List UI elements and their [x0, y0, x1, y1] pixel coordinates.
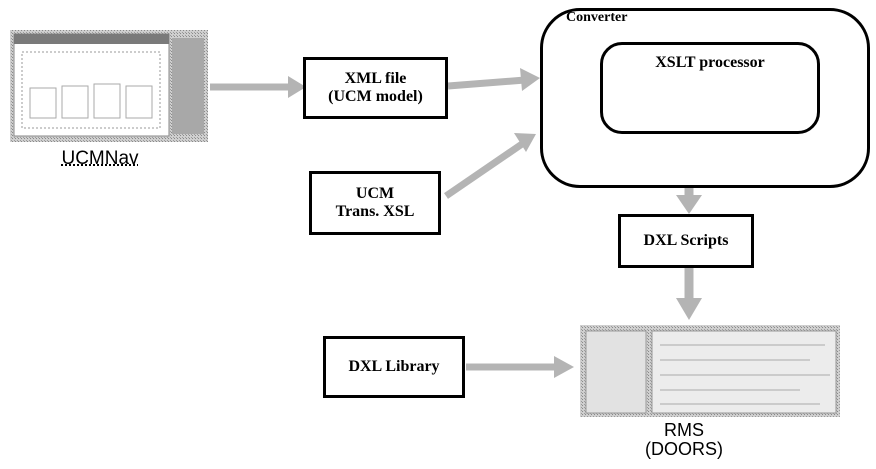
ucm-trans-xsl-box: UCM Trans. XSL [309, 171, 441, 235]
xml-file-line2: (UCM model) [328, 88, 423, 105]
arrow-dxl-scripts-to-rms [676, 268, 702, 320]
rms-screenshot [580, 325, 840, 417]
rms-label: RMS (DOORS) [624, 421, 744, 459]
dxl-library-text: DXL Library [348, 357, 440, 375]
rms-line1: RMS [664, 420, 704, 440]
xsl-box-line2: Trans. XSL [335, 203, 415, 220]
arrow-ucmnav-to-xml [210, 76, 306, 98]
converter-label: Converter [566, 10, 628, 25]
rms-line2: (DOORS) [645, 438, 723, 459]
ucmnav-label: UCMNav [61, 148, 139, 169]
arrow-xml-to-converter [447, 68, 540, 91]
xslt-processor-label: XSLT processor [655, 54, 765, 71]
xml-file-line1: XML file [344, 69, 407, 87]
xsl-box-line1: UCM [355, 184, 395, 202]
ucmnav-screenshot [10, 30, 208, 142]
xml-file-box: XML file (UCM model) [303, 57, 448, 119]
dxl-scripts-text: DXL Scripts [643, 231, 729, 249]
dxl-library-box: DXL Library [323, 336, 465, 398]
dxl-scripts-box: DXL Scripts [618, 214, 754, 268]
xslt-processor-box [600, 42, 820, 134]
arrow-dxl-library-to-rms [466, 356, 574, 378]
arrow-xsl-to-converter [444, 133, 536, 199]
